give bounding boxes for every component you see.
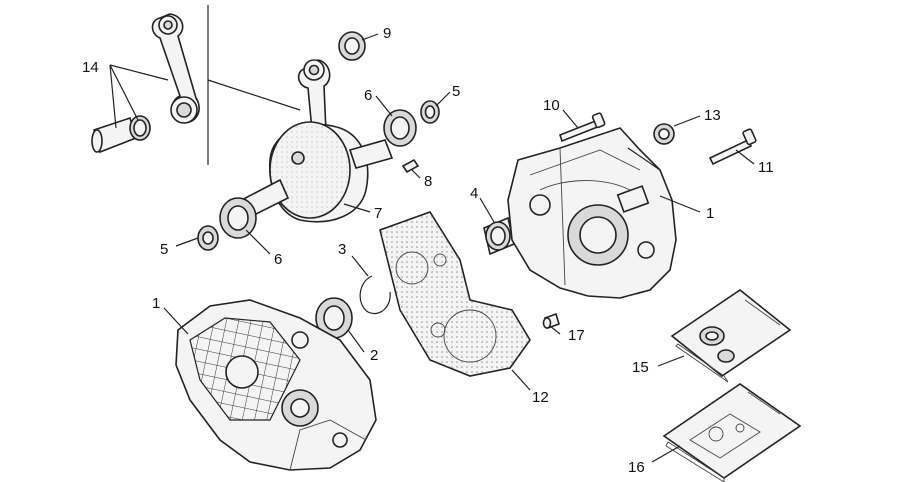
part-5-oil-seal-lower xyxy=(197,225,219,251)
label-2: 2 xyxy=(370,347,378,364)
part-15-seal-kit-envelope xyxy=(670,289,792,383)
part-16-gasket-kit-envelope xyxy=(662,383,802,482)
label-6-upper: 6 xyxy=(364,87,372,104)
label-17: 17 xyxy=(568,327,585,344)
part-2-bearing xyxy=(315,297,353,339)
part-6-main-bearing-lower xyxy=(219,197,257,239)
part-1-crankcase-right xyxy=(507,127,677,299)
part-6-main-bearing-upper xyxy=(383,109,417,147)
part-13-oil-seal xyxy=(653,123,675,145)
label-6-lower: 6 xyxy=(274,251,282,268)
divider-lines xyxy=(207,5,301,165)
part-5-oil-seal-upper xyxy=(420,100,440,124)
part-3-circlip xyxy=(359,275,391,315)
part-12-gasket xyxy=(379,211,531,377)
part-10-screw xyxy=(559,112,606,143)
label-14: 14 xyxy=(82,59,99,76)
part-7-crankshaft xyxy=(230,59,394,224)
part-1-crankcase-left xyxy=(175,299,377,471)
label-13: 13 xyxy=(704,107,721,124)
label-11: 11 xyxy=(758,159,774,176)
label-7: 7 xyxy=(374,205,382,222)
label-10: 10 xyxy=(543,97,560,114)
label-12: 12 xyxy=(532,389,549,406)
label-1-left: 1 xyxy=(152,295,160,312)
label-16: 16 xyxy=(628,459,645,476)
label-4: 4 xyxy=(470,185,478,202)
label-15: 15 xyxy=(632,359,649,376)
label-8: 8 xyxy=(424,173,432,190)
callout-labels: 14 9 6 5 8 7 6 5 3 2 1 4 10 13 11 1 17 1… xyxy=(82,25,774,476)
label-5-lower: 5 xyxy=(160,241,168,258)
label-5-upper: 5 xyxy=(452,83,460,100)
part-4-bushing xyxy=(483,216,515,256)
part-17-dowel-pin xyxy=(542,312,560,330)
leader-lines xyxy=(109,33,755,463)
label-9: 9 xyxy=(383,25,391,42)
part-11-screw xyxy=(708,128,757,166)
label-1-right: 1 xyxy=(706,205,714,222)
part-8-key xyxy=(401,158,420,174)
part-9-needle-bearing xyxy=(338,31,366,61)
part-14-connecting-rod-kit xyxy=(91,13,200,154)
label-3: 3 xyxy=(338,241,346,258)
